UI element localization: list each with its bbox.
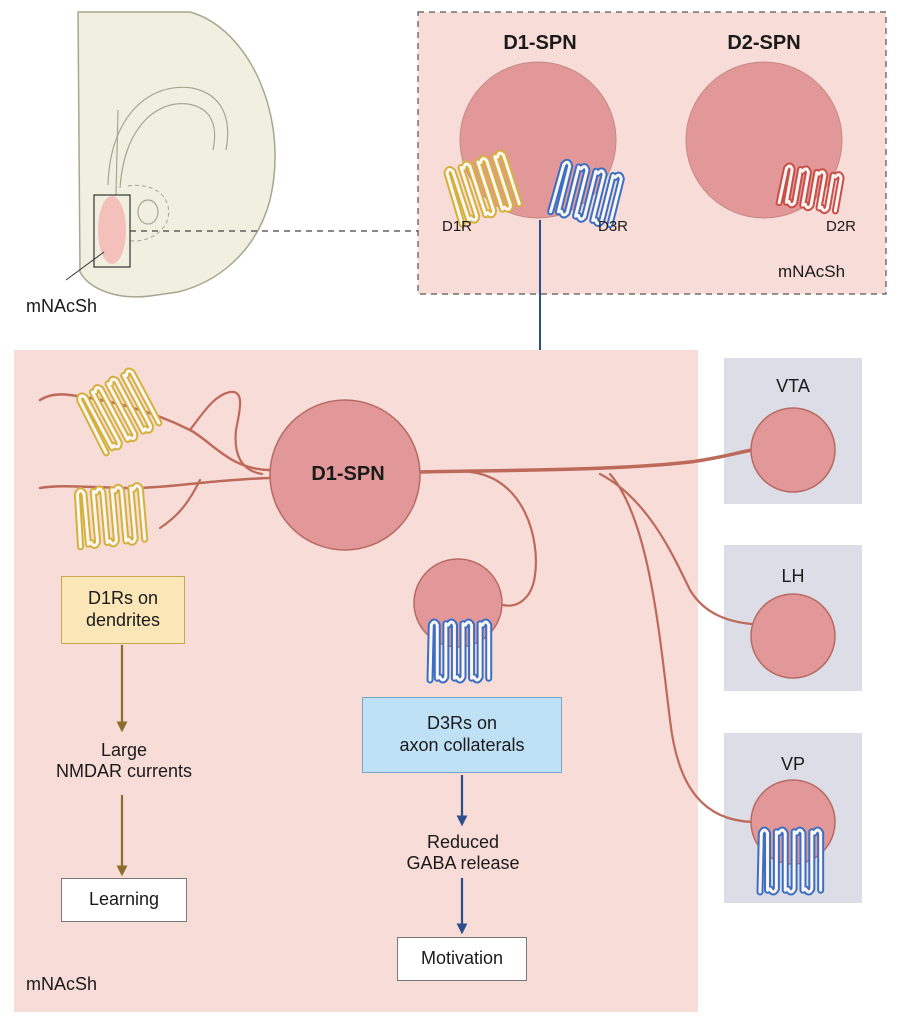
learning-box: Learning (61, 878, 187, 922)
inset-d1r-label: D1R (442, 218, 473, 235)
inset-d2-cell (685, 61, 843, 219)
dendritic-d1r-icon (73, 482, 149, 551)
d1r-receptor-icon (443, 149, 523, 228)
brain-dashed-contour (127, 184, 170, 242)
receptor-inner (78, 369, 161, 455)
nmdar-line1: Large (100, 740, 148, 760)
axon-to-lh (598, 472, 754, 626)
d2r-receptor-icon (775, 162, 845, 215)
receptor-inner (549, 160, 623, 227)
receptor-inner (777, 164, 843, 213)
main-region-label: mNAcSh (26, 974, 98, 994)
neurites (38, 390, 754, 824)
inset-d3r-label: D3R (598, 218, 629, 235)
d3rs-collaterals-box: D3Rs on axon collaterals (362, 697, 562, 773)
receptor-inner (445, 151, 521, 226)
vta-cell (750, 407, 836, 493)
anterior-commissure (137, 199, 159, 225)
axon-collateral-local (468, 470, 537, 607)
lh-cell (750, 593, 836, 679)
receptor-inner (428, 620, 491, 682)
d1rs-dendrites-box: D1Rs on dendrites (61, 576, 185, 644)
inset-d2-title: D2-SPN (727, 32, 801, 54)
target-label-lh: LH (781, 566, 805, 586)
axon-main (418, 448, 754, 474)
collateral-d3r-icon (426, 618, 493, 684)
main-soma-label: D1-SPN (311, 463, 385, 485)
dendrite-lower-branch (158, 478, 202, 530)
inset-d1-title: D1-SPN (503, 32, 577, 54)
nmdar-text: Large NMDAR currents (56, 740, 192, 781)
gaba-line2: GABA release (406, 852, 520, 873)
d1rs-box-line2: dendrites (85, 610, 161, 630)
gaba-line1: Reduced (426, 832, 500, 852)
d1rs-box-line1: D1Rs on (87, 588, 159, 609)
inset-d2r-label: D2R (826, 218, 857, 235)
shell-region (98, 196, 126, 264)
target-label-vp: VP (780, 754, 806, 774)
d3rs-box-line1: D3Rs on (426, 713, 497, 734)
gaba-text: Reduced GABA release (406, 832, 519, 873)
target-label-vta: VTA (776, 376, 810, 396)
brain-outline (77, 11, 276, 298)
d3r-receptor-icon (547, 158, 625, 229)
brain-section (65, 11, 418, 298)
brain-label-leader (65, 251, 105, 281)
vp-d3r-icon (756, 826, 825, 896)
corpus-callosum-inner (119, 103, 216, 189)
dendrite-upper-branch (188, 390, 264, 476)
inset-panel (417, 11, 887, 295)
brain-region-label: mNAcSh (26, 296, 98, 316)
ventricle (115, 109, 119, 196)
d3rs-box-line2: axon collaterals (399, 735, 525, 755)
dendritic-d1r-icon (76, 367, 163, 457)
motivation-box: Motivation (397, 937, 527, 981)
inset-region-label: mNAcSh (778, 262, 846, 281)
nmdar-line2: NMDAR currents (55, 760, 193, 781)
axon-to-vp (608, 472, 754, 824)
receptor-inner (75, 484, 147, 549)
receptor-inner (758, 828, 823, 894)
main-d1-soma (269, 399, 421, 551)
